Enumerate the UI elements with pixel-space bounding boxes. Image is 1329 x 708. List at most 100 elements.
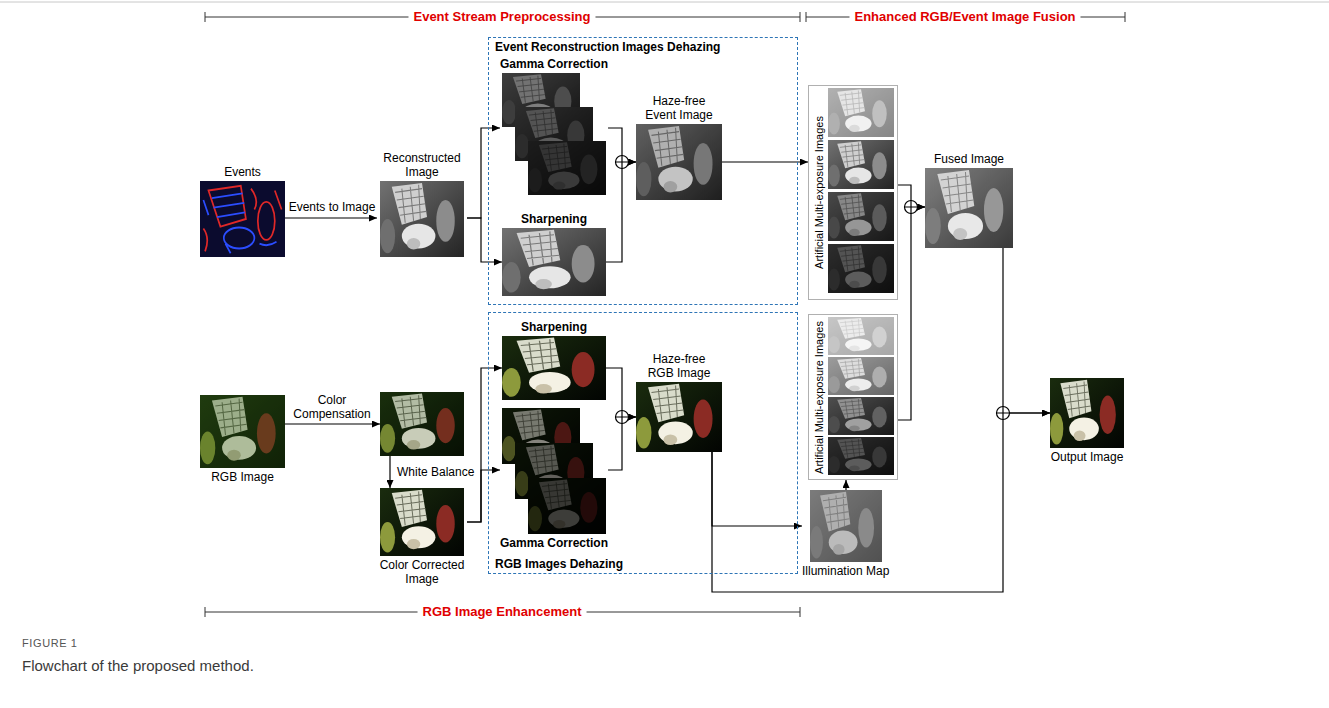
image-step-node: Gamma Correction — [500, 408, 608, 550]
gamma-image-stack-part — [528, 141, 606, 195]
section-title: RGB Image Enhancement — [418, 604, 587, 620]
image-step-node: Gamma Correction — [500, 57, 608, 195]
multi-exposure-images-part — [828, 357, 894, 395]
illumination-map-image-part — [810, 490, 882, 562]
section-bracket — [205, 12, 1125, 617]
image-step-node: Fused Image — [925, 152, 1013, 248]
multi-exposure-images-part — [828, 244, 894, 293]
image-caption: Fused Image — [934, 152, 1004, 166]
image-frame — [200, 395, 285, 468]
section-title: Event Stream Preprocessing — [408, 9, 595, 25]
gamma-image-stack-part — [528, 478, 606, 534]
compensated-image-part — [380, 392, 464, 456]
event-image — [200, 181, 285, 257]
image-frame — [502, 408, 606, 534]
multi-exposure-images-part — [828, 88, 894, 137]
gamma-image-stack-part — [528, 478, 606, 534]
image-frame — [502, 336, 606, 400]
group-heading: RGB Images Dehazing — [495, 557, 791, 571]
panel-label: Artificial Multi-exposure Images — [812, 116, 825, 269]
sharpened-image-part — [502, 228, 606, 296]
flow-arrow — [467, 368, 502, 522]
image-step-node: Illumination Map — [802, 490, 889, 578]
multi-exposure-images-part — [828, 88, 894, 137]
multi-exposure-images-part — [828, 437, 894, 475]
image-frame — [380, 392, 464, 456]
image-caption: Haze-free Event Image — [643, 94, 715, 122]
image-step-node: Sharpening — [502, 320, 606, 400]
rgb-image-part — [200, 395, 285, 468]
multi-exposure-images-part — [828, 357, 894, 395]
image-step-node: Events — [200, 165, 285, 257]
image-caption: Haze-free RGB Image — [643, 352, 715, 380]
haze-free-rgb-image — [636, 382, 722, 452]
flow-arrow — [467, 218, 502, 262]
image-frame — [1050, 378, 1124, 448]
haze-free-rgb-image-part — [636, 382, 722, 452]
image-frame — [380, 488, 464, 556]
color-corrected-image-part — [380, 488, 464, 556]
flow-arrow — [845, 480, 846, 490]
output-image — [1050, 378, 1124, 448]
sum-symbol-part — [616, 156, 629, 169]
flow-arrow — [467, 128, 500, 218]
image-frame — [502, 228, 606, 296]
output-image-part — [1050, 378, 1124, 448]
sum-symbol-part — [997, 407, 1010, 420]
image-frame — [636, 124, 722, 200]
flow-arrow — [898, 207, 925, 420]
haze-free-event-image-part — [636, 124, 722, 200]
rgb-image-part — [200, 395, 285, 468]
image-step-node: Color Corrected Image — [377, 488, 467, 586]
sum-symbol-part — [616, 411, 629, 424]
compensated-image-part — [380, 392, 464, 456]
image-caption: Sharpening — [521, 212, 587, 226]
sum-symbol-part — [905, 201, 918, 214]
image-caption: Gamma Correction — [500, 536, 608, 550]
image-caption: Reconstructed Image — [377, 151, 467, 179]
flow-arrow — [606, 162, 636, 262]
image-step-node: Sharpening — [502, 212, 606, 296]
illumination-map-image-part — [810, 490, 882, 562]
event-image-part — [200, 181, 285, 257]
gamma-image-stack — [502, 408, 606, 534]
multi-exposure-images-part — [828, 397, 894, 435]
image-frame — [636, 382, 722, 452]
group-heading: Event Reconstruction Images Dehazing — [495, 40, 791, 54]
flow-arrow — [606, 368, 636, 417]
rgb-image — [200, 395, 285, 468]
multi-exposure-images-part — [828, 192, 894, 241]
image-frame — [380, 181, 464, 257]
multi-exposure-images-part — [828, 192, 894, 241]
image-caption: Gamma Correction — [500, 57, 608, 71]
multi-exposure-images-part — [828, 397, 894, 435]
flow-arrow — [722, 161, 808, 162]
flow-arrow — [1003, 248, 1050, 413]
sum-symbol-part — [905, 201, 918, 214]
flow-arrow — [389, 456, 390, 488]
image-caption: Events — [224, 165, 261, 179]
multi-exposure-images — [828, 317, 894, 475]
haze-free-event-image-part — [636, 124, 722, 200]
sharpened-image-part — [502, 336, 606, 400]
sum-symbol-part — [616, 156, 629, 169]
color-corrected-image — [380, 488, 464, 556]
sharpened-image — [502, 336, 606, 400]
sharpened-image — [502, 228, 606, 296]
figure-caption: Flowchart of the proposed method. — [22, 656, 254, 675]
edge-label: Color Compensation — [288, 393, 376, 421]
section-title: Enhanced RGB/Event Image Fusion — [849, 9, 1080, 25]
multi-exposure-images-part — [828, 244, 894, 293]
edge-label: Events to Image — [289, 200, 376, 214]
image-frame — [925, 168, 1013, 248]
sum-symbol-part — [997, 407, 1010, 420]
image-step-node: Haze-free Event Image — [636, 94, 722, 200]
gamma-image-stack-part — [528, 141, 606, 195]
edge-label: White Balance — [397, 465, 474, 479]
image-step-node: RGB Image — [200, 395, 285, 484]
image-caption: Output Image — [1051, 450, 1124, 464]
reconstructed-image — [380, 181, 464, 257]
connector-layer-part — [285, 128, 1050, 592]
page-rule — [0, 2, 1329, 3]
sum-symbol-part — [616, 411, 629, 424]
